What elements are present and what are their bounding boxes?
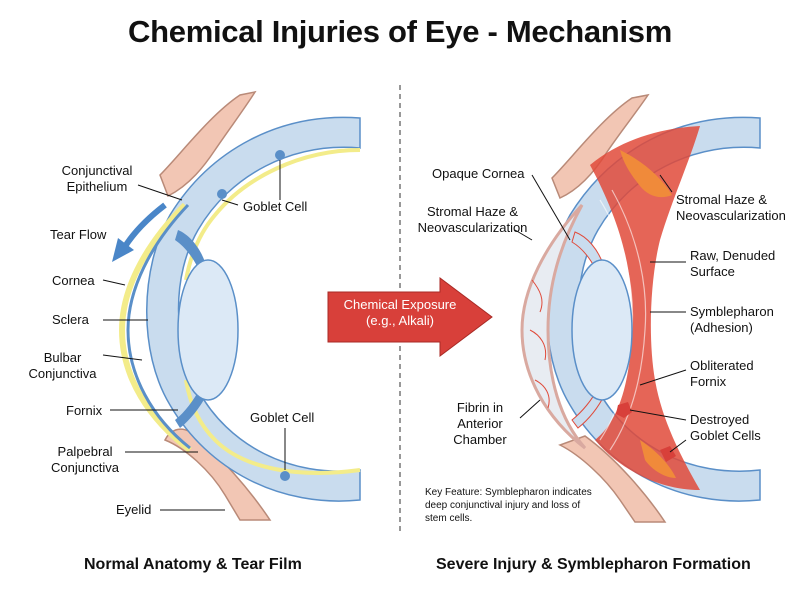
page-title: Chemical Injuries of Eye - Mechanism xyxy=(128,14,672,49)
goblet-cell-dot xyxy=(280,471,290,481)
label-stromal-haze-left: Stromal Haze & Neovascularization xyxy=(410,204,535,236)
label-text: Obliterated Fornix xyxy=(690,358,754,389)
exposure-line1: Chemical Exposure xyxy=(343,297,457,312)
label-raw-denuded: Raw, Denuded Surface xyxy=(690,248,775,280)
label-obliterated-fornix: Obliterated Fornix xyxy=(690,358,754,390)
curved-arrow-icon xyxy=(112,202,167,262)
sclera-injured xyxy=(546,116,761,502)
label-goblet-cell-top: Goblet Cell xyxy=(243,199,308,214)
leader-destroyed-goblet-2 xyxy=(669,439,687,453)
key-feature-note: Key Feature: Symblepharon indicates deep… xyxy=(425,487,592,524)
leader-stromal-right xyxy=(659,174,673,193)
label-text: Raw, Denuded Surface xyxy=(690,248,776,279)
label-fibrin: Fibrin in Anterior Chamber xyxy=(440,400,520,448)
right-leader-lines xyxy=(514,174,687,453)
label-text: Symblepharon (Adhesion) xyxy=(690,304,774,335)
right-arrow-icon xyxy=(327,277,493,357)
opaque-cornea xyxy=(520,203,587,450)
injured-eye xyxy=(520,93,761,523)
label-fornix: Fornix xyxy=(66,403,103,418)
label-goblet-cell-bottom: Goblet Cell xyxy=(250,410,315,425)
upper-eyelid-injured xyxy=(551,93,650,200)
exposure-label: Chemical Exposure (e.g., Alkali) xyxy=(330,297,470,329)
label-text: Conjunctival Epithelium xyxy=(61,163,133,194)
lens xyxy=(177,259,239,401)
leader-stromal-left xyxy=(514,229,533,241)
leader-opaque-cornea xyxy=(531,174,571,241)
label-text: Stromal Haze & Neovascularization xyxy=(676,192,786,223)
label-sclera: Sclera xyxy=(52,312,89,327)
goblet-cell-dot xyxy=(275,150,285,160)
leader-goblet-top-2 xyxy=(221,199,239,206)
label-text: Palpebral Conjunctiva xyxy=(51,444,119,475)
label-text: Stromal Haze & Neovascularization xyxy=(417,204,528,235)
leader-cornea xyxy=(102,279,126,286)
label-eyelid: Eyelid xyxy=(116,502,152,517)
label-palpebral-conjunctiva: Palpebral Conjunctiva xyxy=(40,444,130,476)
lens-injured xyxy=(571,259,633,401)
stromal-haze-patch xyxy=(640,440,676,478)
label-cornea: Cornea xyxy=(52,273,95,288)
label-text: Bulbar Conjunctiva xyxy=(28,350,97,381)
leader-fornix-injured xyxy=(639,369,687,386)
label-text: Destroyed Goblet Cells xyxy=(690,412,761,443)
leader-destroyed-goblet xyxy=(629,409,687,421)
lower-eyelid-injured xyxy=(558,435,667,523)
label-stromal-haze-right: Stromal Haze & Neovascularization xyxy=(676,192,786,224)
normal-eye xyxy=(118,90,361,521)
left-leader-lines xyxy=(102,160,286,511)
exposure-line2: (e.g., Alkali) xyxy=(366,313,434,328)
leader-conjunctival-epithelium xyxy=(137,184,183,201)
label-bulbar-conjunctiva: Bulbar Conjunctiva xyxy=(20,350,105,382)
label-tear-flow: Tear Flow xyxy=(50,227,107,242)
ciliary-body-bottom xyxy=(175,388,207,428)
label-opaque-cornea: Opaque Cornea xyxy=(432,166,525,181)
right-panel-title: Severe Injury & Symblepharon Formation xyxy=(436,556,751,573)
stromal-haze-patch xyxy=(620,150,672,198)
label-text: Fibrin in Anterior Chamber xyxy=(453,400,507,447)
cornea-vessels xyxy=(529,279,550,409)
label-conjunctival-epithelium: Conjunctival Epithelium xyxy=(52,163,142,195)
goblet-cell-dot xyxy=(217,189,227,199)
cornea-shape xyxy=(126,203,191,450)
destroyed-goblet-cell xyxy=(616,402,632,418)
label-destroyed-goblet: Destroyed Goblet Cells xyxy=(690,412,761,444)
tear-film xyxy=(118,202,192,453)
upper-eyelid xyxy=(159,90,257,198)
label-symblepharon: Symblepharon (Adhesion) xyxy=(690,304,774,336)
leader-fibrin xyxy=(519,399,541,419)
leader-bulbar xyxy=(102,354,143,361)
left-panel-title: Normal Anatomy & Tear Film xyxy=(84,556,302,573)
ciliary-body-top xyxy=(175,230,205,268)
